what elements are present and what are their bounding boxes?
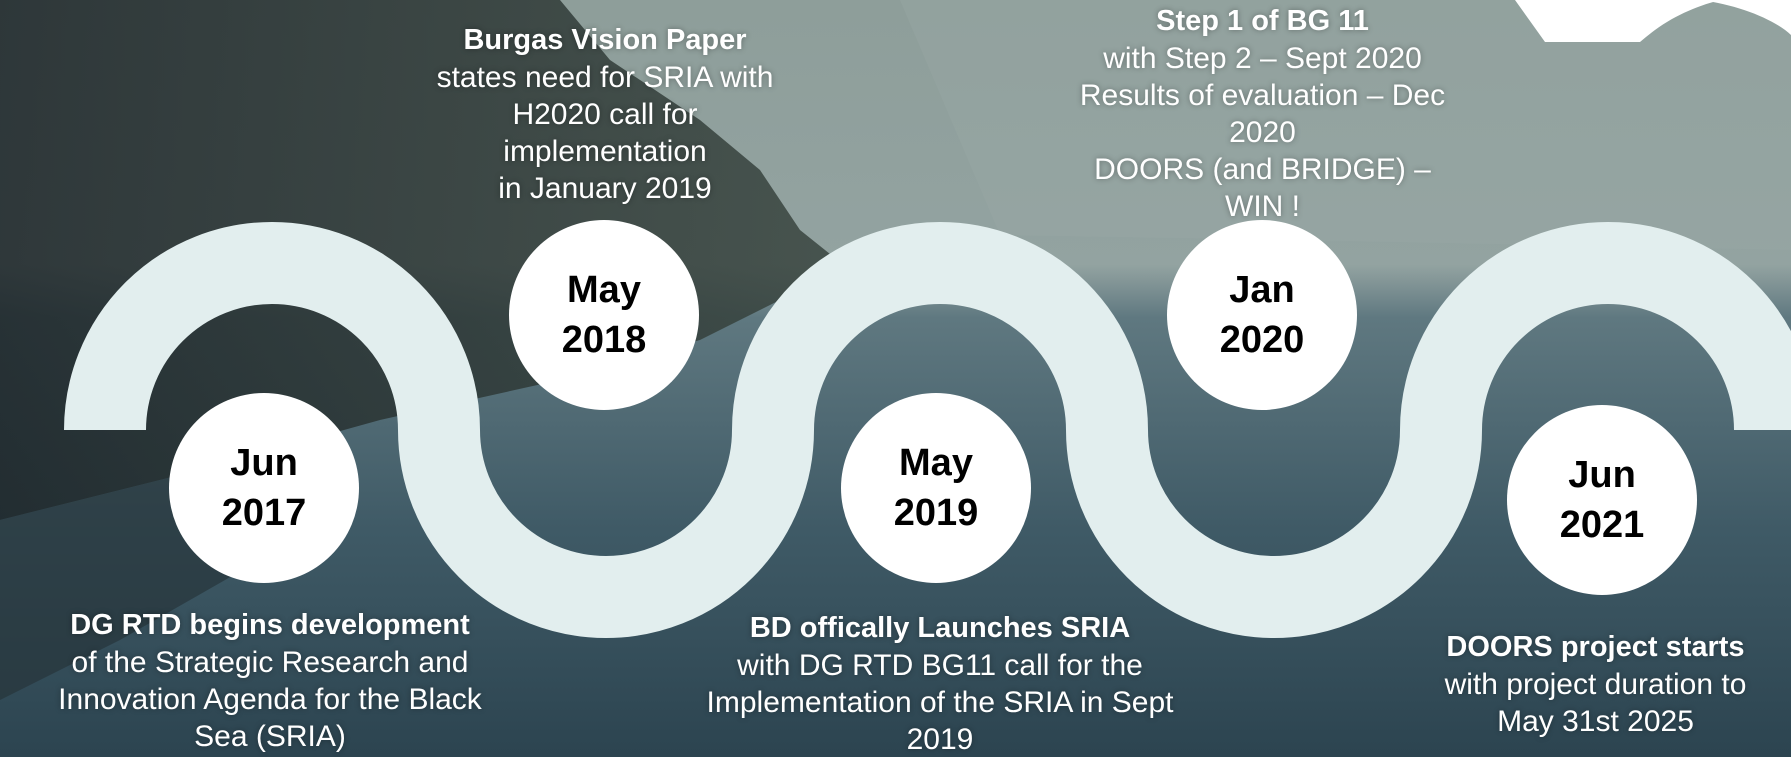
date-circle-may-2018: May 2018: [509, 220, 699, 410]
caption-body: with DG RTD BG11 call for the Implementa…: [706, 649, 1174, 756]
caption-body: with Step 2 – Sept 2020 Results of evalu…: [1079, 42, 1446, 223]
date-month: Jun: [1568, 454, 1636, 496]
caption-heading: Burgas Vision Paper: [463, 24, 747, 56]
date-year: 2017: [221, 492, 307, 534]
caption-body: states need for SRIA with H2020 call for…: [436, 61, 774, 205]
date-month: Jan: [1229, 269, 1295, 311]
caption-jan-2020: Step 1 of BG 11 with Step 2 – Sept 2020 …: [1040, 3, 1485, 225]
caption-heading: Step 1 of BG 11: [1156, 5, 1369, 37]
caption-jun-2021: DOORS project starts with project durati…: [1400, 629, 1791, 740]
date-year: 2019: [893, 492, 979, 534]
caption-jun-2017: DG RTD begins development of the Strateg…: [0, 607, 540, 755]
caption-may-2019: BD offically Launches SRIA with DG RTD B…: [660, 610, 1220, 757]
timeline-ribbon: [64, 222, 1791, 638]
date-month: May: [899, 442, 973, 484]
date-circle-jan-2020: Jan 2020: [1167, 220, 1357, 410]
date-circle-may-2019: May 2019: [841, 393, 1031, 583]
caption-may-2018: Burgas Vision Paper states need for SRIA…: [395, 22, 815, 207]
cliff-shape: [0, 0, 850, 520]
caption-body: of the Strategic Research and Innovation…: [58, 646, 482, 753]
date-month: May: [567, 269, 641, 311]
date-year: 2018: [561, 319, 647, 361]
date-circle-jun-2021: Jun 2021: [1507, 405, 1697, 595]
caption-heading: BD offically Launches SRIA: [749, 612, 1131, 644]
caption-body: with project duration to May 31st 2025: [1444, 668, 1747, 738]
date-year: 2020: [1219, 319, 1305, 361]
caption-heading: DOORS project starts: [1446, 631, 1745, 663]
date-circle-jun-2017: Jun 2017: [169, 393, 359, 583]
caption-heading: DG RTD begins development: [70, 609, 470, 641]
date-year: 2021: [1559, 504, 1645, 546]
date-month: Jun: [230, 442, 298, 484]
